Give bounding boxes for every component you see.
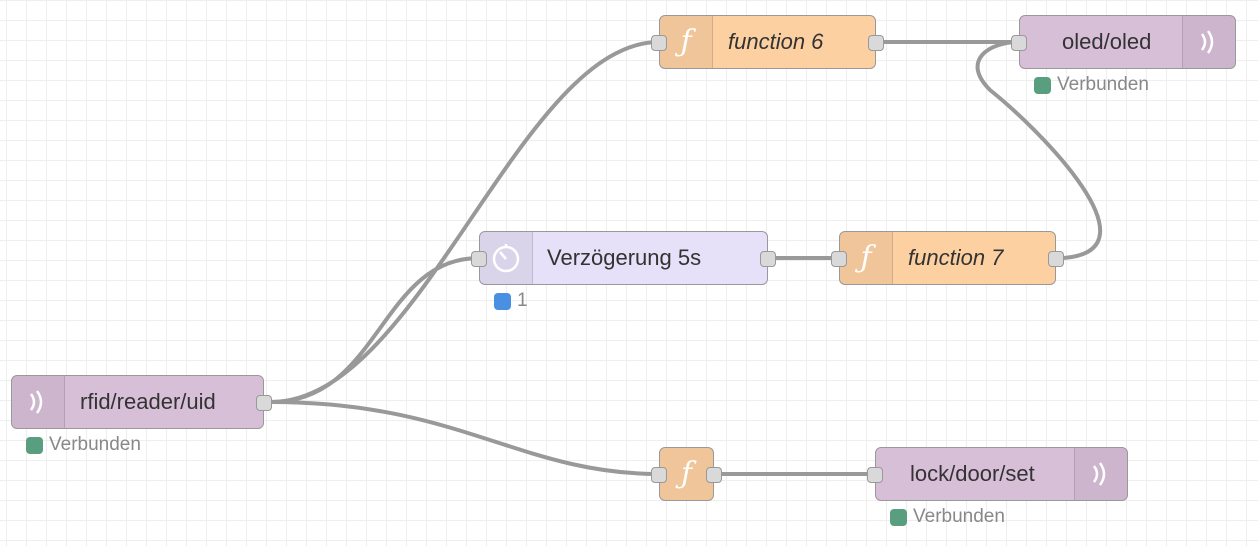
input-port[interactable] (867, 467, 883, 483)
node-label: function 7 (908, 245, 1004, 270)
function-icon: ƒ (660, 448, 713, 500)
wire-function7-to-oled[interactable] (975, 40, 1103, 260)
node-label: Verzögerung 5s (547, 245, 702, 270)
wire-rfid-to-function-unnamed[interactable] (270, 400, 660, 476)
node-label: rfid/reader/uid (80, 389, 216, 414)
status-dot (26, 436, 43, 454)
function-glyph: ƒ (680, 24, 692, 59)
bridge-icon (1074, 448, 1127, 500)
status-dot (890, 508, 907, 526)
input-port[interactable] (651, 35, 667, 51)
timer-icon (480, 232, 533, 284)
node-function-6[interactable]: ƒ function 6 (651, 15, 884, 69)
function-glyph: ƒ (680, 456, 693, 491)
status-text: Verbunden (49, 434, 141, 455)
node-delay[interactable]: Verzögerung 5s (471, 231, 776, 285)
input-port[interactable] (651, 467, 667, 483)
output-port[interactable] (1048, 251, 1064, 267)
function-icon: ƒ (840, 232, 893, 284)
input-port[interactable] (471, 251, 487, 267)
input-port[interactable] (1011, 35, 1027, 51)
status-text: Verbunden (913, 506, 1005, 527)
output-port[interactable] (868, 35, 884, 51)
status-delay: 1 (494, 290, 528, 312)
function-icon: ƒ (660, 16, 713, 68)
input-port[interactable] (831, 251, 847, 267)
node-rfid-reader-uid[interactable]: rfid/reader/uid (11, 375, 272, 429)
status-dot (1034, 76, 1051, 94)
status-lock: Verbunden (890, 506, 1005, 528)
node-label: lock/door/set (910, 461, 1035, 486)
status-dot (494, 292, 511, 310)
output-port[interactable] (760, 251, 776, 267)
wire-rfid-to-function6[interactable] (270, 40, 660, 404)
node-label: function 6 (728, 29, 824, 54)
function-glyph: ƒ (860, 240, 872, 275)
bridge-icon (1182, 16, 1235, 68)
status-oled: Verbunden (1034, 74, 1149, 96)
bridge-icon (12, 376, 65, 428)
node-lock-door-set[interactable]: lock/door/set (867, 447, 1128, 501)
status-rfid-reader: Verbunden (26, 434, 141, 456)
node-oled-oled[interactable]: oled/oled (1011, 15, 1236, 69)
status-text: Verbunden (1057, 74, 1149, 95)
status-text: 1 (517, 290, 528, 311)
output-port[interactable] (256, 395, 272, 411)
wire-rfid-to-delay[interactable] (270, 256, 480, 404)
node-function-unnamed[interactable]: ƒ (651, 447, 722, 501)
node-label: oled/oled (1062, 29, 1152, 54)
output-port[interactable] (706, 467, 722, 483)
node-function-7[interactable]: ƒ function 7 (831, 231, 1064, 285)
